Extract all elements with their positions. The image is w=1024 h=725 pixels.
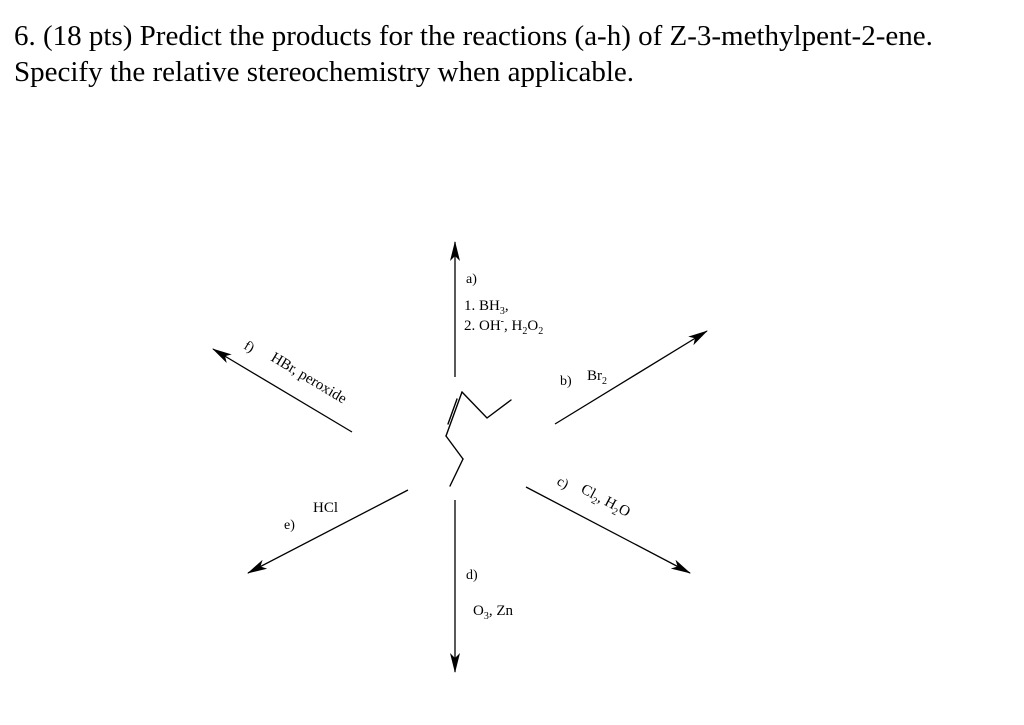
label-d: d) [466,568,478,583]
reagent-a-step1: 1. BH3, [464,298,509,317]
label-f: f) [241,339,257,357]
arrow-e [247,489,409,574]
reagent-b: Br2 [587,368,607,387]
reagent-f: HBr, peroxide [268,350,350,408]
question-number: 6. [14,20,36,52]
question-body: Predict the products for the reactions (… [14,20,933,88]
label-b: b) [560,374,572,389]
arrow-c [525,486,691,574]
label-a: a) [466,272,477,287]
question-points: (18 pts) [43,20,133,52]
arrow-f [212,348,353,433]
arrow-b [554,330,708,425]
reagent-c: Cl2, H2O [577,481,633,523]
label-e: e) [284,518,295,533]
molecule-skeleton [445,391,512,487]
label-c: c) [554,474,571,493]
reagent-e: HCl [313,500,338,516]
reagent-d: O3, Zn [473,603,514,622]
reagent-a-step2: 2. OH-, H2O2 [464,316,543,337]
question-text: 6. (18 pts) Predict the products for the… [14,18,1004,90]
